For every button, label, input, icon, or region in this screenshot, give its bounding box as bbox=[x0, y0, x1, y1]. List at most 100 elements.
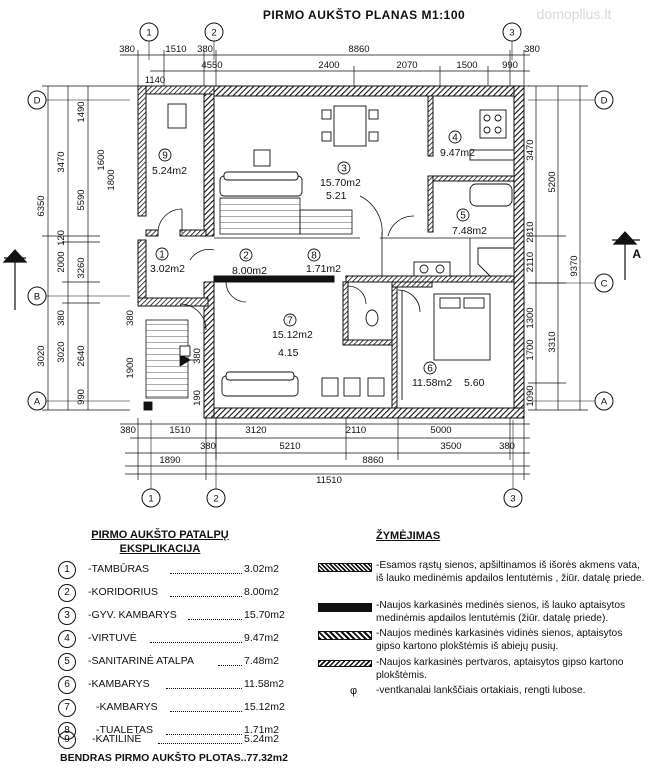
dim-top-2: 1510 bbox=[165, 44, 186, 55]
interior-walls bbox=[145, 95, 515, 409]
axis-3-top: 3 bbox=[509, 28, 514, 39]
dim-left-in-3: 5590 bbox=[76, 189, 87, 210]
item-area: 3.02m2 bbox=[244, 563, 280, 575]
room-3-area: 15.70m2 bbox=[320, 177, 361, 189]
item-name: -KAMBARYS bbox=[96, 701, 158, 713]
axis-a-right: A bbox=[601, 397, 608, 408]
room-3-extra: 5.21 bbox=[326, 190, 347, 202]
inner-label-6: 190 bbox=[192, 390, 203, 406]
dim-top-r2-4: 2070 bbox=[396, 60, 417, 71]
section-marker-a: A bbox=[632, 247, 641, 261]
dim-bot-r2-2: 5210 bbox=[279, 441, 300, 452]
dim-top-r2-3: 2400 bbox=[318, 60, 339, 71]
dim-right-in-2: 2810 bbox=[525, 221, 536, 242]
dim-left-in-2: 1600 bbox=[96, 149, 107, 170]
item-name: -GYV. KAMBARYS bbox=[88, 609, 177, 621]
exterior-walls bbox=[137, 85, 525, 419]
dim-top-3: 380 bbox=[197, 44, 213, 55]
item-name: -SANITARINĖ ATALPA bbox=[88, 655, 194, 667]
item-number: 2 bbox=[58, 584, 76, 602]
dim-right-outer-1: 9370 bbox=[569, 255, 580, 276]
item-area: 9.47m2 bbox=[244, 632, 280, 644]
room-4-area: 9.47m2 bbox=[440, 147, 475, 159]
dim-bot-r4-1: 11510 bbox=[316, 475, 342, 486]
room-8-area: 1.71m2 bbox=[306, 263, 341, 275]
axis-d-left: D bbox=[34, 96, 41, 107]
dim-bot-3: 3120 bbox=[245, 425, 266, 436]
explication-title: PIRMO AUKŠTO PATALPŲ EKSPLIKACIJA bbox=[60, 528, 260, 556]
dim-left-mid-3: 2000 bbox=[56, 251, 67, 272]
total-area: BENDRAS PIRMO AUKŠTO PLOTAS..77.32m2 bbox=[60, 752, 288, 764]
room-9-no: 9 bbox=[162, 151, 168, 162]
room-5-no: 5 bbox=[460, 211, 466, 222]
door-swings bbox=[157, 195, 421, 331]
item-area: 15.12m2 bbox=[244, 701, 285, 713]
room-1-area: 3.02m2 bbox=[150, 263, 185, 275]
room-6-extra: 5.60 bbox=[464, 377, 485, 389]
room-5-area: 7.48m2 bbox=[452, 225, 487, 237]
list-item: 2 -KORIDORIUS 8.00m2 bbox=[58, 584, 288, 604]
list-item: 4 -VIRTUVĖ 9.47m2 bbox=[58, 630, 288, 650]
item-name: -TAMBŪRAS bbox=[88, 563, 150, 575]
inner-label-4: 1300 bbox=[525, 307, 536, 328]
item-name: -TUALETAS bbox=[96, 724, 153, 736]
dim-right-mid-2: 3310 bbox=[547, 331, 558, 352]
dim-left-mid-1: 3470 bbox=[56, 151, 67, 172]
dim-right-in-3: 1700 bbox=[525, 339, 536, 360]
inner-label-5: 2110 bbox=[525, 252, 536, 272]
axis-b-left: B bbox=[34, 292, 40, 303]
room-6-area: 11.58m2 bbox=[412, 377, 452, 389]
staircase bbox=[145, 197, 353, 399]
right-dimension-lines bbox=[528, 85, 588, 411]
room-4-no: 4 bbox=[452, 133, 458, 144]
dim-bot-5: 5000 bbox=[430, 425, 451, 436]
item-number: 5 bbox=[58, 653, 76, 671]
item-number: 4 bbox=[58, 630, 76, 648]
legend-text: -Naujos medinės karkasinės vidinės sieno… bbox=[376, 628, 623, 652]
explication-title-line1: PIRMO AUKŠTO PATALPŲ bbox=[91, 529, 229, 541]
dim-top-4: 8860 bbox=[348, 44, 369, 55]
item-area: 7.48m2 bbox=[244, 655, 280, 667]
axis-c-right: C bbox=[601, 279, 608, 290]
room-9-area: 5.24m2 bbox=[152, 165, 187, 177]
item-area: 1.71m2 bbox=[244, 724, 280, 736]
dim-right-in-1: 3470 bbox=[525, 139, 536, 160]
item-number: 3 bbox=[58, 607, 76, 625]
section-arrow-right bbox=[612, 231, 640, 280]
item-number: 1 bbox=[58, 561, 76, 579]
dim-bot-r2-3: 3500 bbox=[440, 441, 461, 452]
dim-left-in-4: 3260 bbox=[76, 257, 87, 278]
list-item: 9 -KATILINĖ 5.24m2 bbox=[58, 731, 288, 765]
axis-markers-side bbox=[27, 90, 614, 411]
item-number: 9 bbox=[58, 731, 76, 749]
item-number: 6 bbox=[58, 676, 76, 694]
item-area: 15.70m2 bbox=[244, 609, 285, 621]
legend-text: -Naujos karkasinės medinės sienos, iš la… bbox=[376, 600, 626, 624]
item-area: 8.00m2 bbox=[244, 586, 280, 598]
wall-swatch-frame-interior bbox=[318, 631, 372, 640]
item-name: -VIRTUVĖ bbox=[88, 632, 137, 644]
dim-top-r2-1: 1140 bbox=[145, 75, 165, 86]
item-area: 5.24m2 bbox=[244, 733, 280, 745]
furniture bbox=[143, 103, 515, 411]
room-7-area: 15.12m2 bbox=[272, 329, 313, 341]
dim-bot-1: 380 bbox=[120, 425, 136, 436]
dim-bot-r2-4: 380 bbox=[499, 441, 515, 452]
dim-left-outer-1: 6350 bbox=[36, 195, 47, 216]
room-2-area: 8.00m2 bbox=[232, 265, 267, 277]
inner-label-3: 380 bbox=[125, 310, 136, 326]
dim-bot-2: 1510 bbox=[169, 425, 190, 436]
room-2-no: 2 bbox=[243, 251, 249, 262]
bottom-dimension-lines bbox=[120, 418, 530, 480]
list-item: 6 -KAMBARYS 11.58m2 bbox=[58, 676, 288, 696]
dim-left-in-6: 990 bbox=[76, 389, 87, 405]
partition-lines bbox=[214, 232, 514, 276]
dim-top-r2-5: 1500 bbox=[456, 60, 477, 71]
room-8-no: 8 bbox=[311, 251, 317, 262]
dim-left-mid-2: 120 bbox=[56, 230, 67, 246]
dim-bot-r2-1: 380 bbox=[200, 441, 216, 452]
axis-2-top: 2 bbox=[211, 28, 216, 39]
plan-title: PIRMO AUKŠTO PLANAS M1:100 bbox=[263, 7, 465, 22]
dim-bot-4: 2110 bbox=[346, 425, 366, 436]
list-item: 1 -TAMBŪRAS 3.02m2 bbox=[58, 561, 288, 581]
